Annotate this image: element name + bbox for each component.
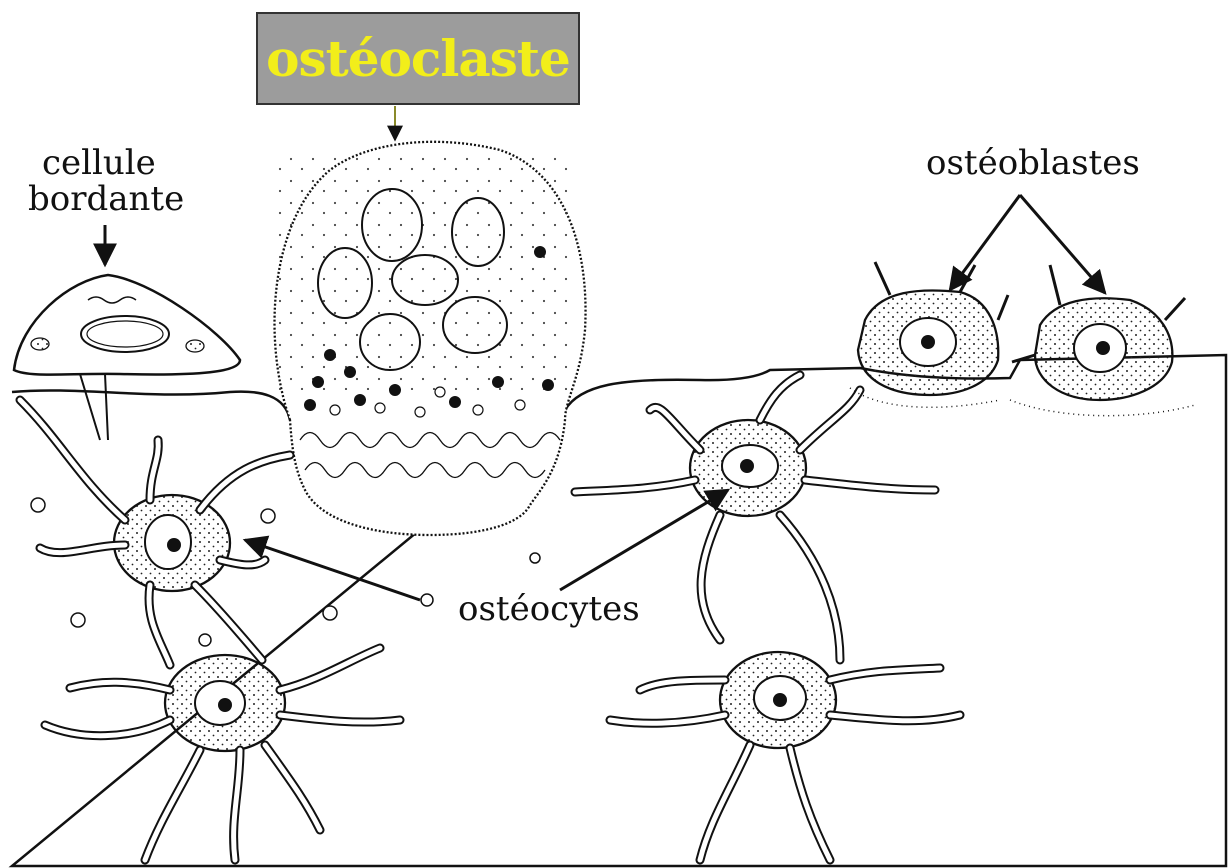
arrow-osteoblast-2 [1020, 195, 1105, 293]
arrow-osteoblast-1 [950, 195, 1020, 290]
osteocytes-label: ostéocytes [458, 590, 640, 628]
lining-cell [14, 275, 240, 440]
osteocyte-cell [45, 648, 400, 860]
osteocyte-cell [610, 652, 960, 860]
osteoblast-cell [850, 262, 1008, 407]
osteoclast-title-box: ostéoclaste [256, 12, 580, 105]
osteocyte-cell [20, 400, 290, 665]
osteoclast-cell [275, 106, 586, 535]
lining-cell-label-line2: bordante [28, 180, 184, 218]
osteoblasts-label: ostéoblastes [926, 144, 1140, 182]
lining-cell-label-line1: cellule [42, 144, 156, 182]
osteoblast-cell [1010, 265, 1195, 416]
arrow-osteocyte-left [245, 540, 420, 600]
osteoclast-label: ostéoclaste [266, 29, 570, 88]
